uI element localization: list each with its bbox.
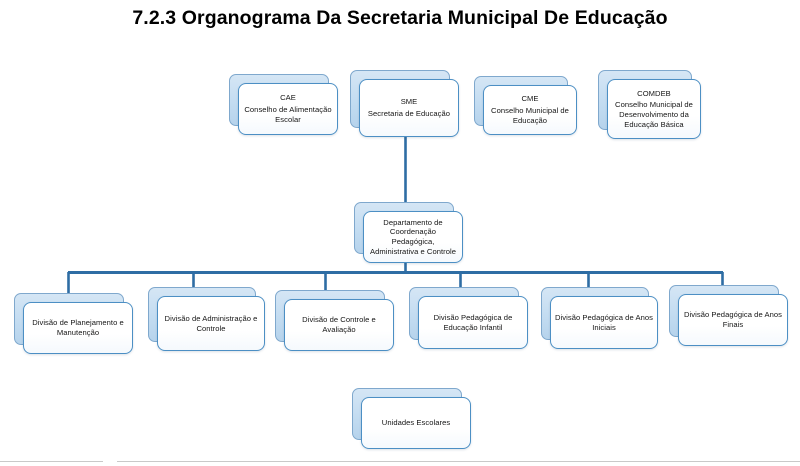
- node-div-controle[interactable]: Divisão de Controle e Avaliação: [275, 290, 394, 351]
- comdeb-description: Conselho Municipal de Desenvolvimento da…: [615, 100, 693, 129]
- cme-acronym: CME: [521, 94, 539, 104]
- node-comdeb[interactable]: COMDEB Conselho Municipal de Desenvolvim…: [598, 70, 701, 139]
- node-sme[interactable]: SME Secretaria de Educação: [350, 70, 459, 137]
- div-planejamento-card: Divisão de Planejamento e Manutenção: [23, 302, 133, 354]
- cme-card: CME Conselho Municipal de Educação: [483, 85, 577, 135]
- div-infantil-label: Divisão Pedagógica de Educação Infantil: [433, 312, 513, 332]
- sme-card: SME Secretaria de Educação: [359, 79, 459, 137]
- cme-description: Conselho Municipal de Educação: [491, 106, 569, 125]
- cae-acronym: CAE: [280, 93, 296, 103]
- div-infantil-card: Divisão Pedagógica de Educação Infantil: [418, 296, 528, 349]
- cae-description: Conselho de Alimentação Escolar: [244, 105, 332, 124]
- comdeb-card: COMDEB Conselho Municipal de Desenvolvim…: [607, 79, 701, 139]
- page-title: 7.2.3 Organograma Da Secretaria Municipa…: [132, 7, 668, 29]
- unidades-escolares-label: Unidades Escolares: [381, 418, 451, 428]
- sme-acronym: SME: [400, 97, 418, 107]
- comdeb-acronym: COMDEB: [637, 88, 671, 98]
- div-administracao-card: Divisão de Administração e Controle: [157, 296, 265, 351]
- div-anos-iniciais-card: Divisão Pedagógica de Anos Iniciais: [550, 296, 658, 349]
- node-div-administracao[interactable]: Divisão de Administração e Controle: [148, 287, 265, 351]
- unidades-escolares-card: Unidades Escolares: [361, 397, 471, 449]
- departamento-card: Departamento de Coordenação Pedagógica, …: [363, 211, 463, 263]
- cae-card: CAE Conselho de Alimentação Escolar: [238, 83, 338, 135]
- sme-description: Secretaria de Educação: [367, 109, 451, 118]
- footer-rule-left: [0, 461, 103, 462]
- div-anos-iniciais-label: Divisão Pedagógica de Anos Iniciais: [555, 312, 653, 332]
- footer-rule-right: [117, 461, 800, 462]
- node-div-anos-finais[interactable]: Divisão Pedagógica de Anos Finais: [669, 285, 788, 346]
- div-anos-finais-card: Divisão Pedagógica de Anos Finais: [678, 294, 788, 346]
- node-unidades-escolares[interactable]: Unidades Escolares: [352, 388, 471, 449]
- node-div-planejamento[interactable]: Divisão de Planejamento e Manutenção: [14, 293, 133, 354]
- div-controle-label: Divisão de Controle e Avaliação: [302, 315, 376, 334]
- div-controle-card: Divisão de Controle e Avaliação: [284, 299, 394, 351]
- node-departamento[interactable]: Departamento de Coordenação Pedagógica, …: [354, 202, 463, 263]
- div-anos-finais-label: Divisão Pedagógica de Anos Finais: [684, 310, 782, 329]
- departamento-label: Departamento de Coordenação Pedagógica, …: [369, 217, 457, 256]
- div-administracao-label: Divisão de Administração e Controle: [164, 313, 258, 333]
- node-cme[interactable]: CME Conselho Municipal de Educação: [474, 76, 577, 135]
- node-cae[interactable]: CAE Conselho de Alimentação Escolar: [229, 74, 338, 135]
- div-planejamento-label: Divisão de Planejamento e Manutenção: [32, 318, 124, 337]
- node-div-anos-iniciais[interactable]: Divisão Pedagógica de Anos Iniciais: [541, 287, 658, 349]
- node-div-infantil[interactable]: Divisão Pedagógica de Educação Infantil: [409, 287, 528, 349]
